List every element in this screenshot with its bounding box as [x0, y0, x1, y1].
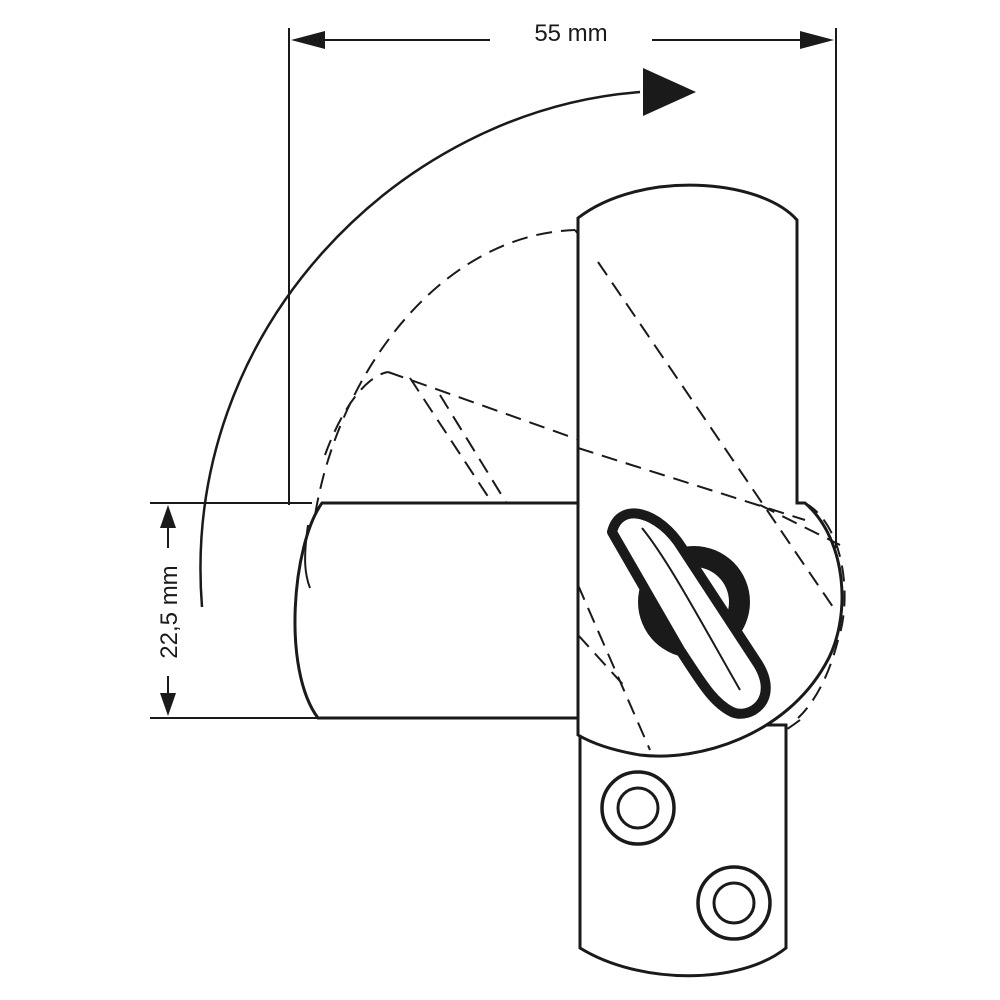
height-dimension: [150, 502, 318, 719]
width-dimension: [288, 28, 837, 548]
screw-hole-icon: [696, 865, 772, 941]
phantom-arc-outer: [308, 229, 576, 589]
width-dimension-label: 55 mm: [534, 20, 607, 47]
latch-hidden-lines: [577, 261, 841, 751]
width-arrowhead-left: [291, 31, 325, 49]
height-arrowhead-top: [160, 505, 176, 528]
bolt-bar-inner-line: [304, 524, 311, 589]
rotation-arrow-icon: [199, 68, 696, 608]
height-dimension-label: 22,5 mm: [156, 565, 183, 658]
mounting-plate: [578, 723, 788, 978]
height-arrowhead-bottom: [160, 693, 176, 716]
width-arrowhead-right: [800, 31, 834, 49]
bolt-bar: [293, 501, 580, 720]
thumb-turn-knob-icon[interactable]: [607, 508, 771, 719]
screw-hole-icon: [600, 770, 676, 846]
phantom-right-cap: [797, 502, 846, 719]
phantom-arc-inner: [324, 371, 389, 456]
